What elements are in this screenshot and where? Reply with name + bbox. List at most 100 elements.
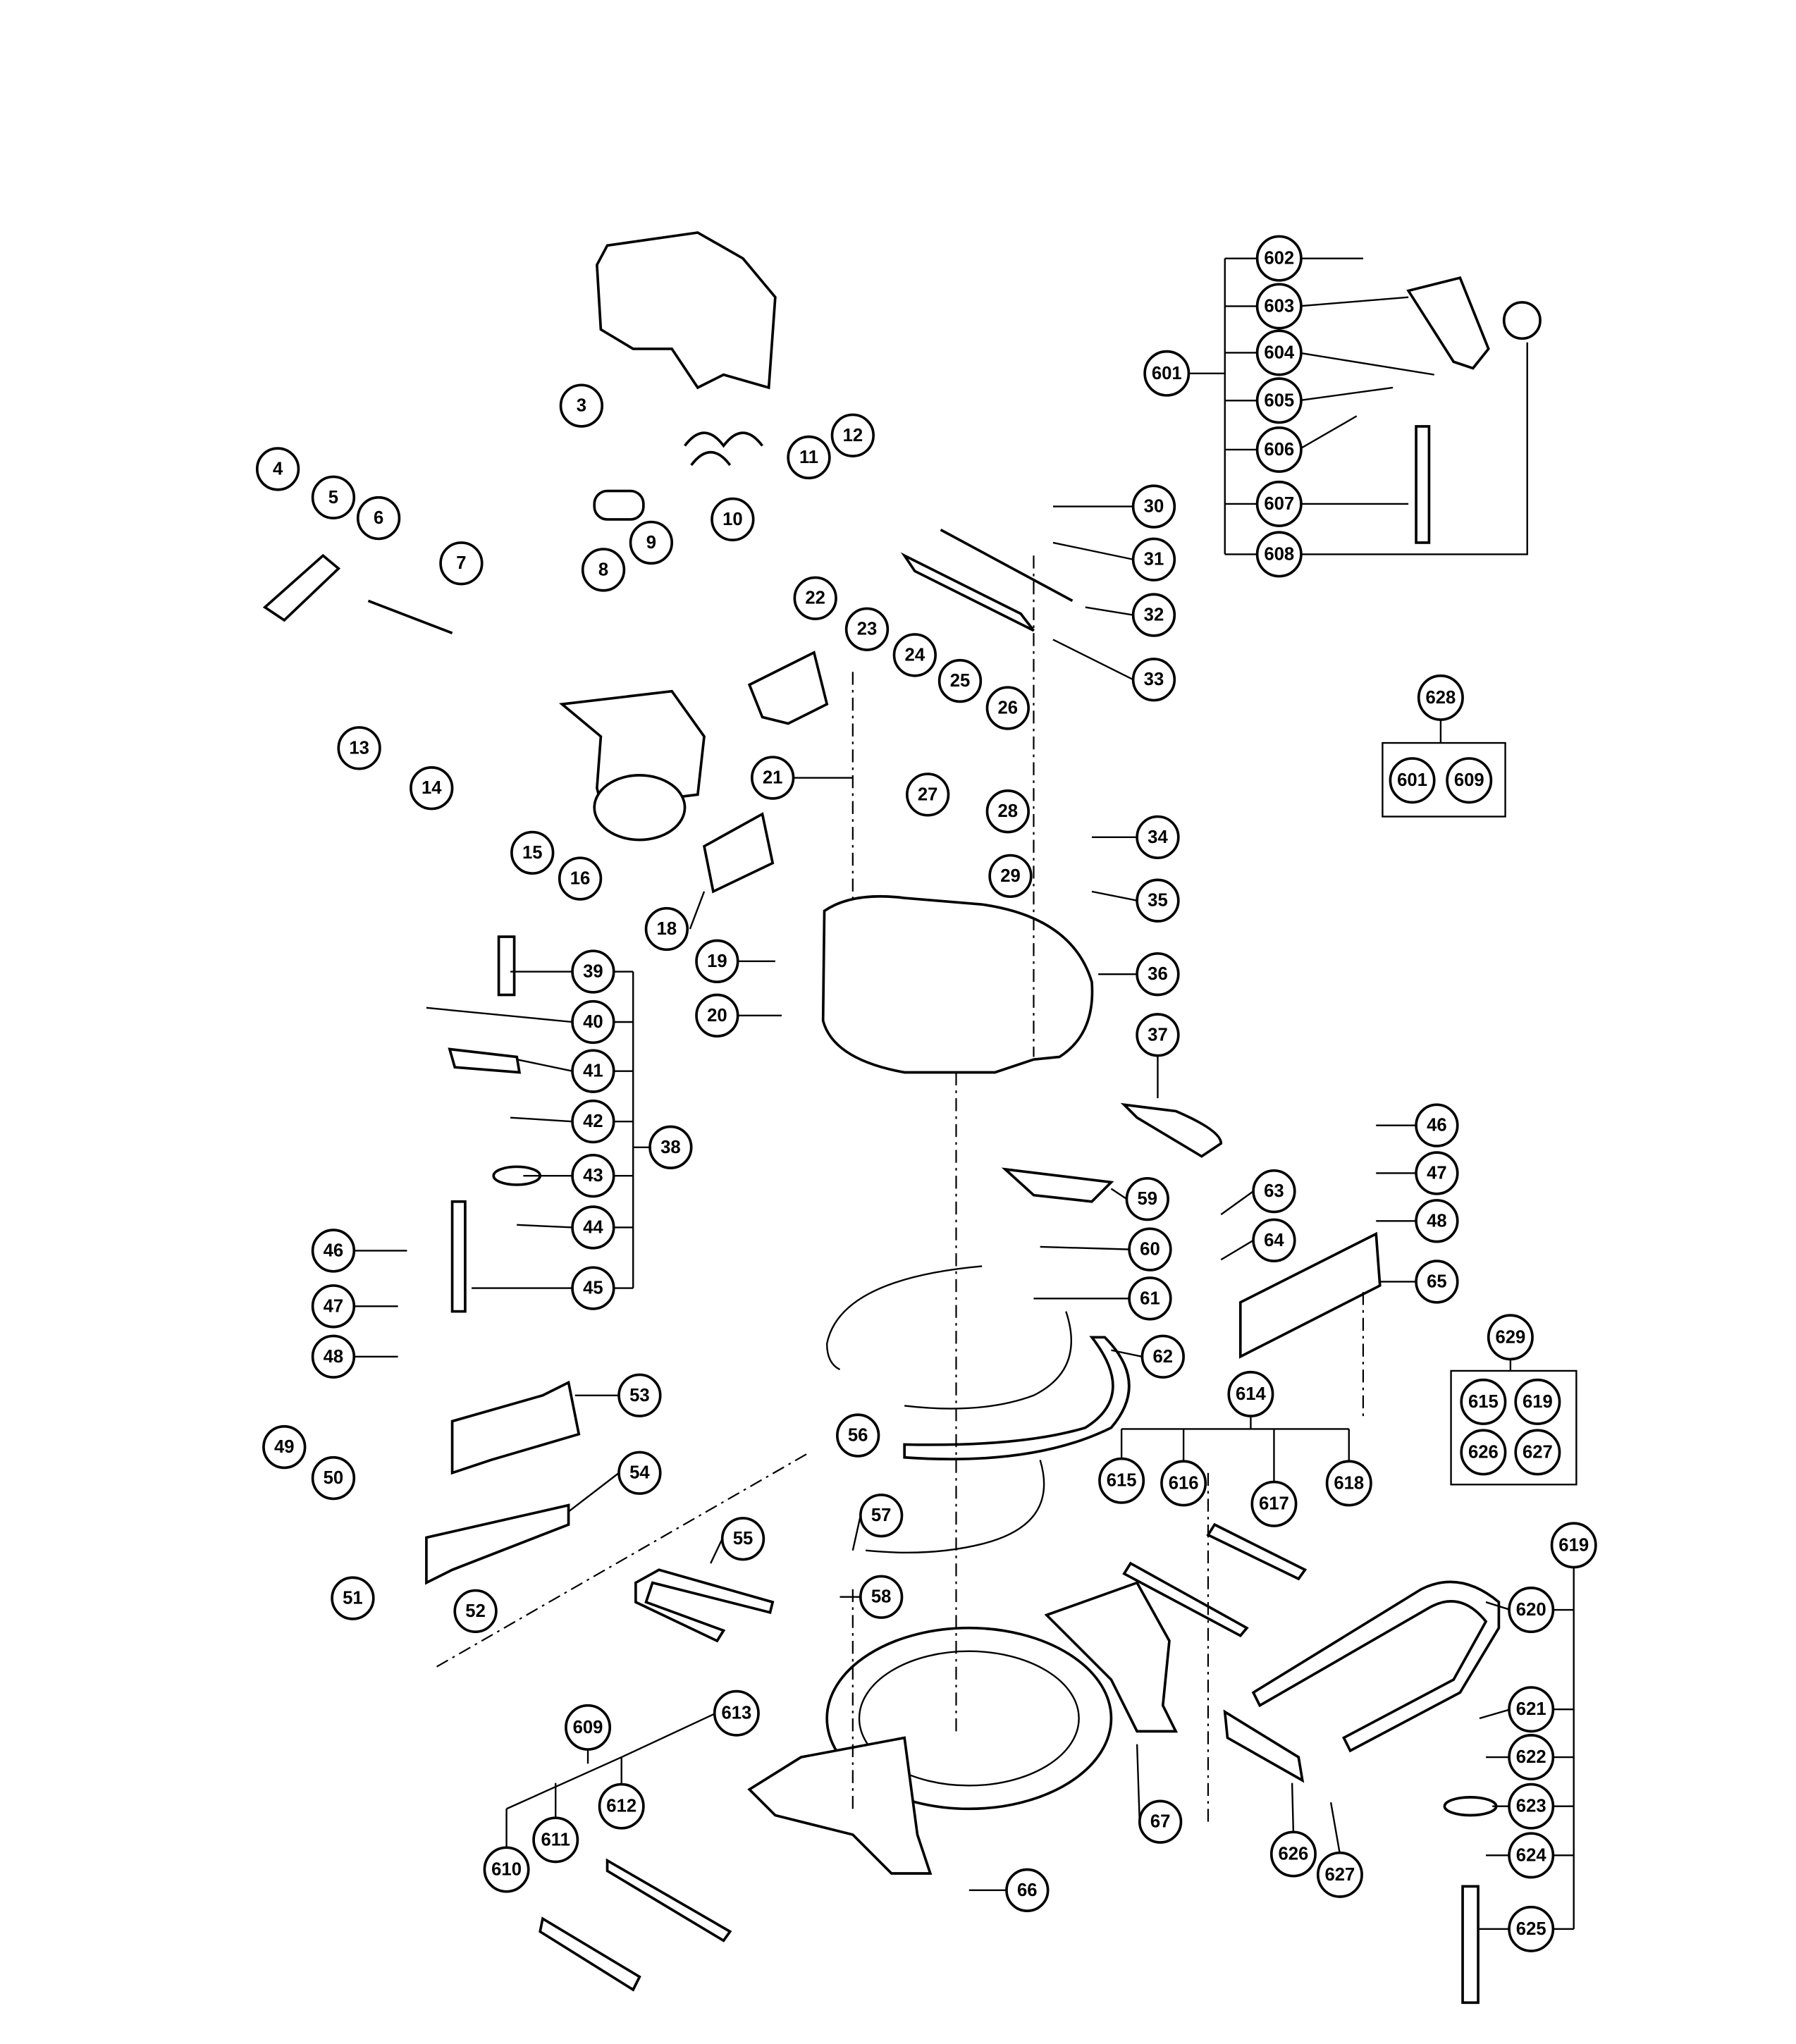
callout-circle bbox=[581, 548, 626, 592]
callout-circle bbox=[255, 447, 300, 491]
callout-number: 615 bbox=[1107, 1471, 1137, 1491]
callout-59: 59 bbox=[1125, 1176, 1169, 1221]
callout-number: 25 bbox=[950, 671, 971, 691]
callout-57: 57 bbox=[859, 1494, 904, 1538]
callout-601: 601 bbox=[1143, 350, 1191, 397]
callout-number: 627 bbox=[1523, 1442, 1553, 1462]
callout-6: 6 bbox=[356, 495, 401, 541]
callout-number: 19 bbox=[707, 952, 727, 971]
callout-circle bbox=[1136, 1013, 1180, 1057]
callout-628: 628 bbox=[1417, 674, 1464, 721]
callout-circle bbox=[859, 1575, 904, 1619]
callout-5: 5 bbox=[311, 475, 356, 519]
callout-number: 63 bbox=[1264, 1181, 1284, 1201]
callout-45: 45 bbox=[571, 1266, 615, 1310]
callout-number: 65 bbox=[1427, 1272, 1447, 1291]
callout-58: 58 bbox=[859, 1575, 904, 1619]
callout-number: 610 bbox=[491, 1860, 522, 1880]
group-bracket-601 bbox=[1188, 257, 1528, 555]
switch-lever bbox=[747, 651, 829, 725]
callout-number: 30 bbox=[1144, 497, 1164, 517]
callout-620: 620 bbox=[1508, 1587, 1555, 1634]
callout-circle bbox=[648, 1125, 693, 1169]
callout-26: 26 bbox=[985, 686, 1030, 730]
callout-circle bbox=[1255, 329, 1303, 376]
extension-rod-left bbox=[605, 1858, 732, 1943]
callout-number: 37 bbox=[1148, 1025, 1168, 1045]
lock-shaft bbox=[1415, 425, 1431, 544]
callout-number: 24 bbox=[905, 645, 925, 665]
callout-19: 19 bbox=[695, 939, 739, 984]
base-left bbox=[747, 1736, 933, 1875]
callout-number: 45 bbox=[583, 1279, 603, 1298]
callout-circle bbox=[311, 1229, 356, 1273]
callout-circle bbox=[565, 1704, 612, 1751]
callout-number: 42 bbox=[583, 1112, 603, 1131]
part-drawings bbox=[262, 231, 1577, 2005]
callout-number: 605 bbox=[1264, 390, 1294, 410]
callout-number: 49 bbox=[274, 1437, 295, 1457]
callout-circle bbox=[1487, 1314, 1534, 1361]
callout-15: 15 bbox=[510, 830, 555, 875]
callout-63: 63 bbox=[1252, 1169, 1296, 1214]
callout-48: 48 bbox=[311, 1334, 356, 1379]
callout-circle bbox=[1460, 1378, 1507, 1425]
callout-circle bbox=[1550, 1522, 1597, 1569]
upper-blade-guard bbox=[821, 894, 1094, 1074]
callout-circle bbox=[751, 756, 795, 800]
group-bracket-38 bbox=[426, 971, 651, 1289]
callout-32: 32 bbox=[1131, 593, 1176, 637]
callout-circle bbox=[988, 854, 1033, 899]
callout-30: 30 bbox=[1131, 484, 1176, 529]
callout-615: 615 bbox=[1460, 1378, 1507, 1425]
callout-number: 12 bbox=[843, 426, 863, 445]
callout-number: 621 bbox=[1516, 1699, 1546, 1719]
callout-number: 60 bbox=[1140, 1240, 1160, 1260]
callout-circle bbox=[1227, 1370, 1274, 1417]
callout-circle bbox=[571, 1099, 615, 1144]
callout-circle bbox=[937, 658, 983, 703]
callout-623: 623 bbox=[1508, 1783, 1555, 1830]
callout-64: 64 bbox=[1252, 1218, 1296, 1262]
callout-601: 601 bbox=[1389, 757, 1436, 804]
callout-number: 43 bbox=[583, 1166, 603, 1186]
callout-627: 627 bbox=[1514, 1429, 1561, 1476]
callout-circle bbox=[453, 1589, 498, 1634]
callout-circle bbox=[1131, 484, 1176, 529]
guard-strip bbox=[904, 1311, 1072, 1410]
pivot-bracket bbox=[450, 1380, 581, 1475]
callout-number: 18 bbox=[657, 919, 677, 939]
callout-number: 16 bbox=[570, 869, 591, 889]
group-bracket-609 bbox=[505, 1712, 717, 1849]
callout-number: 627 bbox=[1325, 1865, 1355, 1885]
callout-circle bbox=[1415, 1151, 1459, 1195]
callout-circle bbox=[1098, 1457, 1145, 1504]
callout-29: 29 bbox=[988, 854, 1033, 899]
callout-circle bbox=[571, 1153, 615, 1198]
callout-circle bbox=[571, 949, 615, 994]
callout-number: 606 bbox=[1264, 440, 1294, 460]
callout-number: 617 bbox=[1259, 1494, 1289, 1514]
callout-number: 602 bbox=[1264, 249, 1294, 269]
callout-circle bbox=[1514, 1378, 1561, 1425]
callout-number: 27 bbox=[918, 784, 938, 804]
callout-626: 626 bbox=[1269, 1830, 1317, 1878]
callout-circle bbox=[439, 541, 484, 586]
callout-34: 34 bbox=[1136, 815, 1180, 860]
lock-knob bbox=[1502, 301, 1542, 340]
fence-plate bbox=[1238, 1231, 1382, 1359]
callout-610: 610 bbox=[483, 1846, 530, 1893]
callout-circle bbox=[598, 1783, 645, 1830]
callout-number: 39 bbox=[583, 962, 603, 982]
callout-number: 59 bbox=[1138, 1189, 1158, 1209]
callout-number: 32 bbox=[1144, 605, 1164, 625]
callout-circle bbox=[1131, 593, 1176, 637]
callout-61: 61 bbox=[1128, 1276, 1172, 1321]
callout-41: 41 bbox=[571, 1049, 615, 1093]
callout-number: 48 bbox=[324, 1347, 344, 1367]
callout-625: 625 bbox=[1508, 1905, 1555, 1952]
callout-number: 38 bbox=[660, 1138, 681, 1157]
callout-number: 57 bbox=[871, 1506, 892, 1525]
callout-number: 622 bbox=[1516, 1747, 1546, 1767]
